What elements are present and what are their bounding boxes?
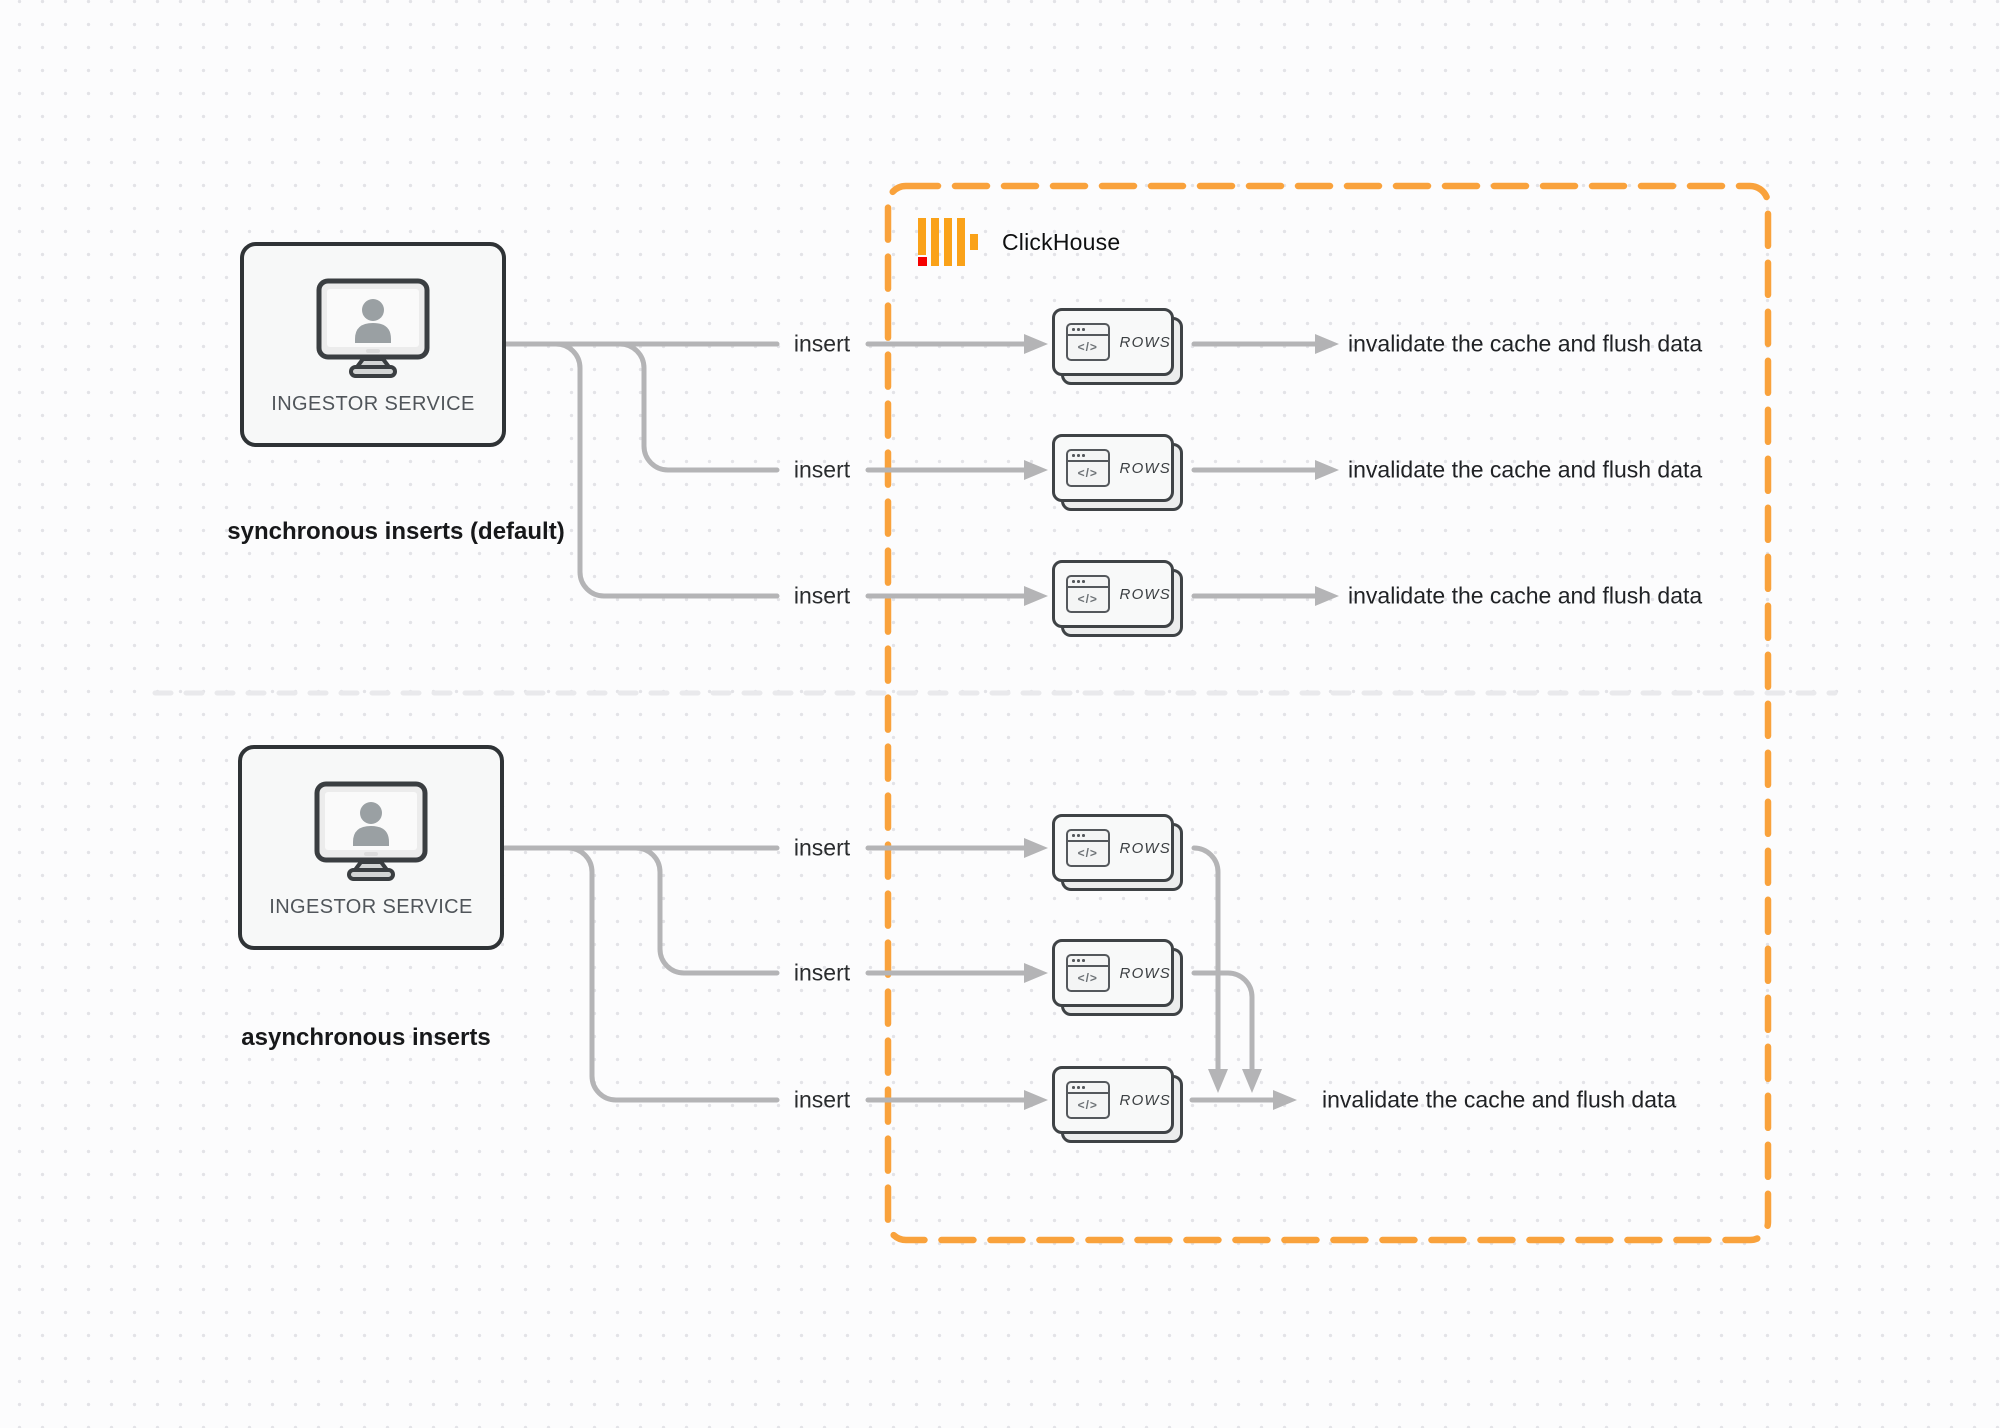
result-label: invalidate the cache and flush data bbox=[1348, 330, 1703, 357]
sync-branch-row2 bbox=[617, 341, 780, 473]
async-merge-arrow-2 bbox=[1191, 970, 1262, 1093]
insert-label: insert bbox=[793, 959, 851, 986]
code-window-icon: </> bbox=[1066, 575, 1110, 613]
clickhouse-logo-icon bbox=[918, 218, 980, 266]
ingestor-service-label: INGESTOR SERVICE bbox=[271, 393, 475, 415]
insert-label: insert bbox=[793, 456, 851, 483]
sync-section-caption: synchronous inserts (default) bbox=[227, 518, 565, 545]
rows-card-label: ROWS bbox=[1119, 1091, 1171, 1109]
rows-card-label: ROWS bbox=[1119, 839, 1171, 857]
async-section-caption: asynchronous inserts bbox=[241, 1024, 491, 1051]
clickhouse-logo: ClickHouse bbox=[918, 218, 1120, 266]
code-window-icon: </> bbox=[1066, 1081, 1110, 1119]
clickhouse-boundary bbox=[884, 182, 1772, 1244]
rows-card: </> ROWS bbox=[1052, 1066, 1183, 1143]
rows-card: </> ROWS bbox=[1052, 560, 1183, 637]
rows-card: </> ROWS bbox=[1052, 814, 1183, 891]
rows-card: </> ROWS bbox=[1052, 434, 1183, 511]
monitor-user-icon bbox=[314, 781, 428, 881]
ingestor-service-label: INGESTOR SERVICE bbox=[269, 896, 473, 918]
rows-card-label: ROWS bbox=[1119, 459, 1171, 477]
rows-card-label: ROWS bbox=[1119, 333, 1171, 351]
sync-connectors bbox=[502, 334, 1339, 606]
async-branch-row3 bbox=[565, 845, 780, 1103]
insert-label: insert bbox=[793, 1086, 851, 1113]
clickhouse-brand-label: ClickHouse bbox=[1002, 228, 1121, 255]
rows-card-label: ROWS bbox=[1119, 585, 1171, 603]
rows-card: </> ROWS bbox=[1052, 308, 1183, 385]
monitor-user-icon bbox=[316, 278, 430, 378]
ingestor-service-box-sync: INGESTOR SERVICE bbox=[240, 242, 506, 447]
rows-card: </> ROWS bbox=[1052, 939, 1183, 1016]
code-window-icon: </> bbox=[1066, 829, 1110, 867]
ingestor-service-box-async: INGESTOR SERVICE bbox=[238, 745, 504, 950]
code-window-icon: </> bbox=[1066, 449, 1110, 487]
insert-label: insert bbox=[793, 582, 851, 609]
result-label: invalidate the cache and flush data bbox=[1348, 456, 1703, 483]
sync-branch-row3 bbox=[553, 341, 780, 599]
result-label: invalidate the cache and flush data bbox=[1348, 582, 1703, 609]
async-branch-row2 bbox=[633, 845, 780, 976]
result-label: invalidate the cache and flush data bbox=[1322, 1086, 1677, 1113]
async-merge-arrow-1 bbox=[1191, 845, 1228, 1093]
code-window-icon: </> bbox=[1066, 323, 1110, 361]
code-window-icon: </> bbox=[1066, 954, 1110, 992]
rows-card-label: ROWS bbox=[1119, 964, 1171, 982]
insert-label: insert bbox=[793, 834, 851, 861]
async-connectors bbox=[502, 838, 1297, 1110]
insert-label: insert bbox=[793, 330, 851, 357]
